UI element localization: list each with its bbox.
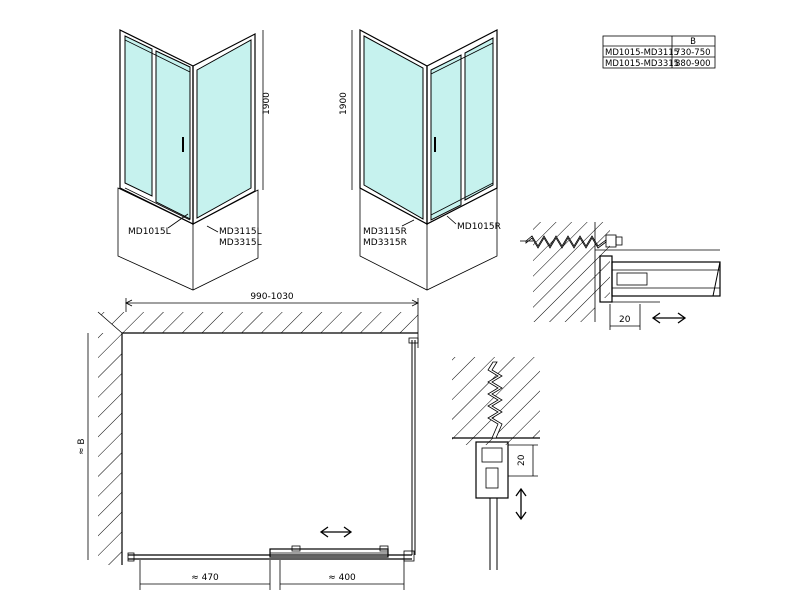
table-row-1-model: MD1015-MD3115 bbox=[605, 48, 679, 58]
spec-table: B MD1015-MD3115 730-750 MD1015-MD3315 88… bbox=[602, 35, 716, 69]
table-row-1-b: 730-750 bbox=[675, 48, 711, 58]
left-height-dim: 1900 bbox=[262, 92, 272, 115]
left-side-label-2: MD3315L bbox=[219, 238, 262, 248]
table-header-b: B bbox=[690, 37, 696, 47]
table-row-2-b: 880-900 bbox=[675, 59, 711, 69]
plan-seg2-dim: ≈ 400 bbox=[328, 573, 356, 583]
right-iso-view: 1900 MD3115R MD3315R MD1015R bbox=[339, 28, 501, 291]
detail-v-dim: 20 bbox=[517, 454, 527, 466]
plan-depth-dim: ≈ B bbox=[77, 438, 87, 455]
left-side-label-1: MD3115L bbox=[219, 227, 262, 237]
slide-arrow-plan-icon bbox=[319, 526, 353, 538]
left-iso-view: 1900 MD1015L MD3115L MD3315L bbox=[117, 29, 272, 291]
plan-seg1-dim: ≈ 470 bbox=[191, 573, 219, 583]
table-row-2-model: MD1015-MD3315 bbox=[605, 59, 679, 69]
left-door-label: MD1015L bbox=[128, 227, 171, 237]
detail-h-dim: 20 bbox=[619, 315, 631, 325]
right-height-dim: 1900 bbox=[339, 92, 349, 115]
profile-detail-vertical: 20 bbox=[452, 357, 540, 570]
plan-width-dim: 990-1030 bbox=[250, 292, 294, 302]
plan-view: 990-1030 ≈ B ≈ 470 ≈ 400 bbox=[77, 292, 419, 590]
right-side-label-2: MD3315R bbox=[363, 238, 407, 248]
slide-arrow-horizontal-icon bbox=[651, 312, 687, 324]
slide-arrow-vertical-icon bbox=[515, 487, 527, 521]
profile-detail-horizontal: 20 bbox=[520, 222, 721, 330]
right-side-label-1: MD3115R bbox=[363, 227, 407, 237]
right-door-label: MD1015R bbox=[457, 222, 501, 232]
